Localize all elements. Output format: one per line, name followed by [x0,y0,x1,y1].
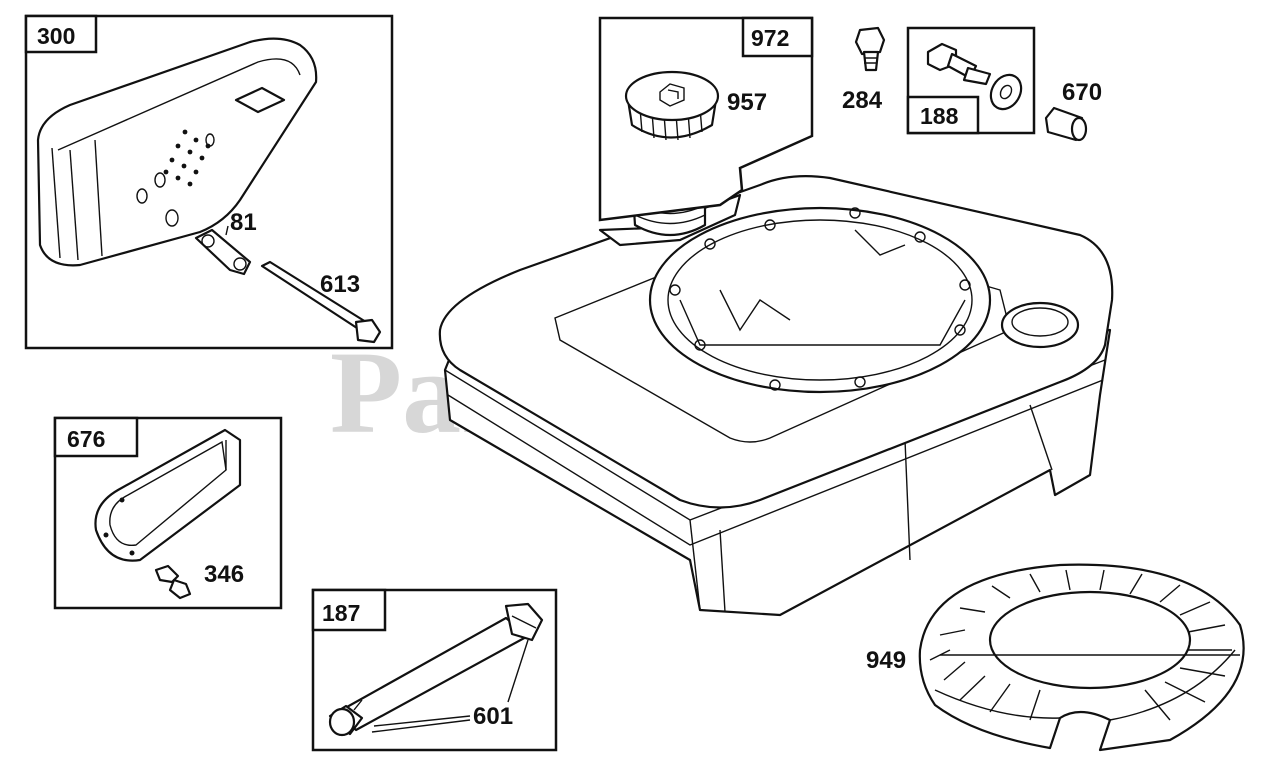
callout-670: 670 [1062,79,1102,106]
box-188[interactable]: 188 [906,26,1036,135]
box-676-label: 676 [67,426,105,452]
callout-346: 346 [204,561,244,588]
stud-613[interactable] [260,260,382,344]
callout-957: 957 [727,89,767,116]
callout-284: 284 [842,87,883,114]
fuel-hose[interactable] [328,602,544,737]
callout-949: 949 [866,647,906,674]
box-300-label: 300 [37,23,75,49]
spacer-670[interactable]: 670 [1044,79,1102,142]
callout-613: 613 [320,271,360,298]
washer[interactable] [985,69,1027,114]
callout-81: 81 [230,209,257,236]
box-972[interactable]: 972 957 [598,16,814,222]
rotating-screen-949[interactable] [918,563,1245,752]
box-972-label: 972 [751,25,789,51]
gasket-81[interactable] [194,228,252,276]
callout-601: 601 [473,703,513,730]
fuel-tank[interactable] [438,158,1114,617]
screw-346[interactable] [154,564,192,600]
screw-284[interactable]: 284 [842,26,886,114]
box-187[interactable]: 187 601 [311,588,558,752]
heat-shield[interactable] [94,428,242,562]
shoulder-bolt[interactable] [926,42,992,86]
box-187-label: 187 [322,600,360,626]
muffler[interactable] [36,37,318,267]
box-300[interactable]: 300 [24,14,394,350]
box-676[interactable]: 676 346 [53,416,283,610]
fuel-cap[interactable] [624,70,720,141]
box-188-label: 188 [920,103,959,129]
